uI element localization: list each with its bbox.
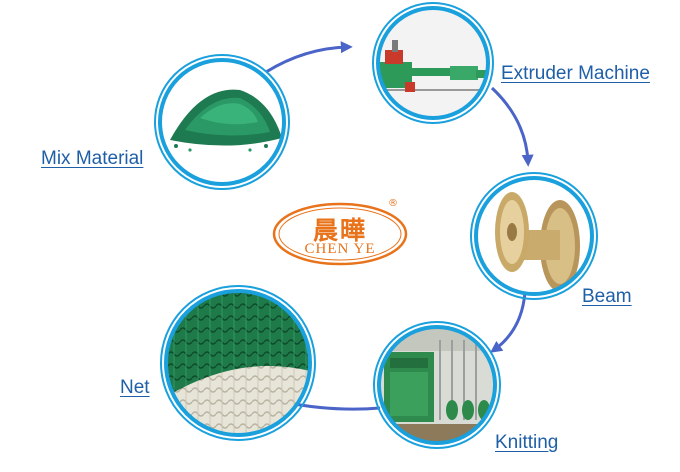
- arrow-extruder-to-beam: [490, 86, 534, 167]
- step-extruder-machine-photo: [372, 2, 494, 124]
- step-knitting-photo: [373, 321, 501, 449]
- arrow-beam-to-knitting: [490, 291, 527, 353]
- chen-ye-logo-frame: [272, 202, 408, 266]
- label-net: Net: [120, 377, 150, 398]
- label-mix-material: Mix Material: [41, 148, 144, 169]
- logo-chinese-text: 晨曄: [312, 216, 367, 245]
- step-beam-photo: [470, 172, 598, 300]
- company-logo: 晨曄 CHEN YE ®: [272, 198, 408, 266]
- logo-english-text: CHEN YE: [304, 241, 376, 257]
- label-extruder-machine: Extruder Machine: [501, 63, 650, 84]
- label-knitting: Knitting: [495, 432, 559, 453]
- label-beam: Beam: [582, 286, 632, 307]
- registered-mark: ®: [388, 198, 398, 209]
- step-net-photo: [160, 285, 316, 441]
- arrow-mix-to-extruder: [265, 41, 353, 74]
- step-mix-material-photo: [154, 54, 290, 190]
